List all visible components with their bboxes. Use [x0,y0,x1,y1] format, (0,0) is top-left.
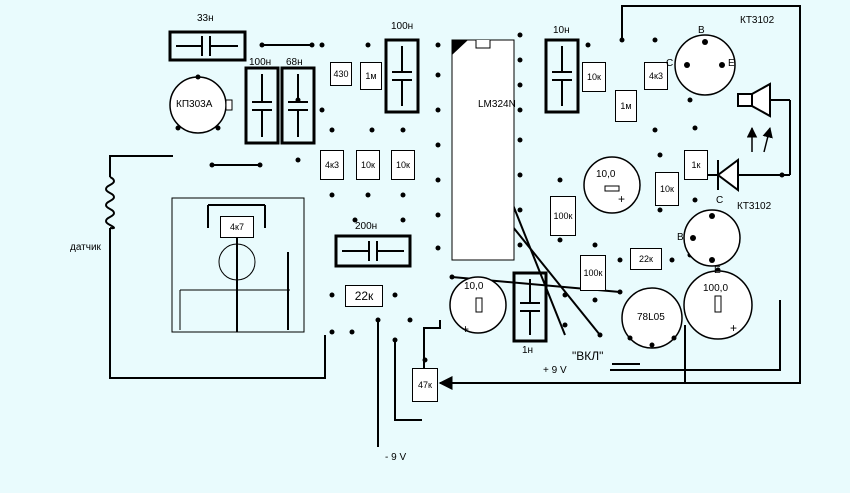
led-icon [716,126,773,192]
ic-lm324n [451,39,515,261]
pin-c-mid: С [716,195,724,206]
capacitor-100n-a [244,66,280,145]
label-100n-left: 100н [249,57,272,68]
resistor-100k-a: 100к [550,196,576,236]
electrolytic-10uf-a [449,276,507,334]
label-68n: 68н [286,57,303,68]
capacitor-10n [544,38,580,114]
resistor-4k3-a: 4к3 [644,62,668,90]
plus-mark-b: + [618,192,626,206]
capacitor-33n [168,30,247,62]
sensor-block [171,197,305,333]
transistor-kt3102-top [674,34,736,96]
label-10uf-b: 10,0 [596,169,616,180]
pads [209,32,785,363]
resistor-22k-b: 22к [345,285,383,307]
transistor-kt3102-mid [683,209,741,267]
pin-c-top: С [666,58,674,69]
label-200n: 200н [355,221,378,232]
speaker-icon [737,82,771,118]
label-ic: LM324N [478,99,516,110]
wires [109,5,801,447]
capacitor-100n-b [384,38,420,114]
resistor-1m-b: 1м [615,90,637,122]
label-minus9v: - 9 V [385,452,407,463]
label-1n: 1н [522,345,534,356]
resistor-100k-b: 100к [580,255,606,291]
capacitor-68n [280,66,316,145]
sensor-coil [105,176,115,230]
resistor-4k3-b: 4к3 [320,150,344,180]
label-10n: 10н [553,25,570,36]
resistor-10k-d: 10к [655,172,679,206]
resistor-1k: 1к [684,150,708,180]
label-kt3102-top: КТ3102 [740,15,775,26]
resistor-1m-a: 1м [360,62,382,90]
label-10uf-a: 10,0 [464,281,484,292]
label-100n-top: 100н [391,21,414,32]
jfet-kp303a [169,74,233,134]
electrolytic-100uf [683,270,753,340]
pin-b-mid: В [677,232,684,243]
label-sensor: датчик [70,242,101,253]
resistor-47k: 47к [412,368,438,402]
pin-e-top: Е [728,58,735,69]
capacitor-200n [334,234,412,268]
resistor-10k-c: 10к [391,150,415,180]
label-plus9v: + 9 V [543,365,567,376]
regulator-78l05 [621,287,683,349]
resistor-22k-a: 22к [630,248,662,270]
pin-b-top: В [698,25,705,36]
pin-e-mid: Е [714,265,721,276]
resistor-430: 430 [330,62,352,86]
label-33n: 33н [197,13,214,24]
capacitor-1n [512,271,548,343]
label-jfet: КП303А [176,99,213,110]
resistor-10k-a: 10к [582,62,606,92]
label-kt3102-mid: КТ3102 [737,201,772,212]
resistor-10k-b: 10к [356,150,380,180]
label-78l05: 78L05 [637,312,665,323]
label-100uf: 100,0 [703,283,729,294]
plus-mark-c: + [730,321,738,335]
resistor-4k7: 4к7 [220,216,254,238]
electrolytic-10uf-b [583,156,641,214]
label-switch: "ВКЛ" [572,349,604,363]
plus-mark-a: + [462,322,470,336]
